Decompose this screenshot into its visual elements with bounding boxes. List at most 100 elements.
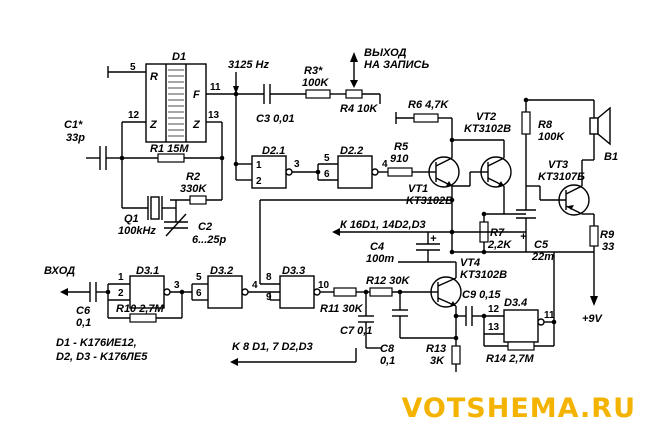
vt2-label: VT2 [476,111,496,123]
svg-text:10: 10 [318,280,330,291]
r4-label: R4 10K [340,103,378,115]
r8-section: R8 100K + C5 22m [516,97,594,263]
r2-resistor [189,195,207,205]
k16-label: К 16D1, 14D2,D3 [340,219,426,231]
input-section: ВХОД C6 0,1 D3.1 1 2 3 R10 2,7M D3.2 5 6… [44,200,334,363]
svg-text:5: 5 [196,272,202,283]
c8-label: C8 [380,343,395,355]
d31-label: D3.1 [136,265,159,277]
c8-value: 0,1 [380,355,395,367]
svg-text:6: 6 [324,169,330,180]
svg-text:11: 11 [210,82,221,93]
ics-label-2: D2, D3 - K176ЛЕ5 [56,351,148,363]
svg-text:4: 4 [382,159,388,170]
r7-label: R7 [490,227,505,239]
r2-label: R2 [186,171,200,183]
plus9-label: +9V [582,313,604,325]
ic-d1: D1 R F Z Z 5 11 12 13 [107,51,236,143]
r13-label: R13 [426,343,446,355]
transistor-vt3: VT3 KT3107Б [526,159,590,216]
r13-resistor [451,345,461,365]
vt3-type: KT3107Б [538,171,585,183]
input-label: ВХОД [44,265,75,277]
r9-value: 33 [602,241,614,253]
d1-pin-f: F [193,89,200,101]
r3-value: 100K [302,77,329,89]
r6-resistor [413,113,439,123]
svg-text:11: 11 [544,310,555,321]
svg-text:5: 5 [130,62,136,73]
r6-section: R6 4,7K [395,99,526,217]
q1-label: Q1 [124,213,139,225]
gate-d3-4 [503,309,539,343]
r12-label: R12 30K [366,275,410,287]
speaker-b1: B1 [581,100,618,186]
r7-value: 2,2K [487,239,512,251]
svg-text:5: 5 [324,153,330,164]
k8-label: K 8 D1, 7 D2,D3 [232,341,313,353]
r5-value: 910 [390,153,409,165]
d33-label: D3.3 [282,265,305,277]
c9-label: C9 0,15 [462,289,501,301]
d1-hatch [168,69,184,137]
r14-resistor [507,341,535,351]
svg-text:13: 13 [208,110,220,121]
freq-label: 3125 Hz [228,59,269,71]
c2-value: 6...25p [192,234,227,246]
svg-text:3: 3 [294,159,300,170]
svg-text:13: 13 [488,322,500,333]
svg-text:2: 2 [256,176,262,187]
svg-text:1: 1 [118,272,124,283]
r9-label: R9 [600,229,615,241]
c7-label: C7 0,1 [340,325,372,337]
r13-value: 3K [430,355,445,367]
vt3-label: VT3 [548,159,568,171]
r10-resistor [129,313,157,323]
r10-label: R10 2,7M [116,303,165,315]
d22-label: D2.2 [340,145,363,157]
gate-d3-2 [207,275,243,309]
r11-resistor [333,287,357,297]
r1-resistor [157,153,185,163]
r12-resistor [369,287,393,297]
speaker-icon [589,117,599,135]
c1-label: C1* [64,119,83,131]
svg-text:9: 9 [266,292,272,303]
r1-label: R1 15M [150,143,189,155]
ics-label-1: D1 - K176ИЕ12, [56,337,137,349]
svg-text:12: 12 [128,110,140,121]
c4-label: C4 [370,241,384,253]
r8-value: 100K [538,131,565,143]
r4-potentiometer [345,89,363,99]
r2-value: 330K [180,183,207,195]
d21-label: D2.1 [262,145,285,157]
svg-text:12: 12 [488,304,500,315]
gate-d2-1 [251,155,287,189]
output-section: 3125 Hz C3 0,01 R3* 100K ВЫХОД НА ЗАПИСЬ… [228,47,429,125]
transistor-vt2: VT2 KT3102B [464,111,512,188]
svg-text:4: 4 [252,280,258,291]
r9-section: R9 33 +9V [582,213,615,325]
d1-pin-z2: Z [192,119,201,131]
d1-label: D1 [172,51,186,63]
svg-text:2: 2 [118,288,124,299]
vt4-type: KT3102B [460,269,507,281]
site-watermark: VOTSHEMA.RU [401,393,636,424]
vt1-label: VT1 [408,183,428,195]
svg-text:6: 6 [196,288,202,299]
c5-label: C5 [534,239,549,251]
r11-label: R11 30K [320,303,364,315]
c4-value: 100m [366,253,394,265]
gate-d3-1 [129,275,165,309]
r6-label: R6 4,7K [408,99,449,111]
amp-section: R11 30K R12 30K C7 0,1 C8 0,1 [320,275,459,367]
r5-label: R5 [394,141,409,153]
c5-plus: + [520,231,527,243]
gate-d3-3 [279,275,315,309]
gate-d2-2 [337,155,373,189]
c3-label: C3 0,01 [256,113,295,125]
d34-label: D3.4 [504,297,527,309]
d1-pin-z1: Z [149,119,158,131]
b1-label: B1 [604,151,618,163]
vt2-type: KT3102B [464,123,511,135]
